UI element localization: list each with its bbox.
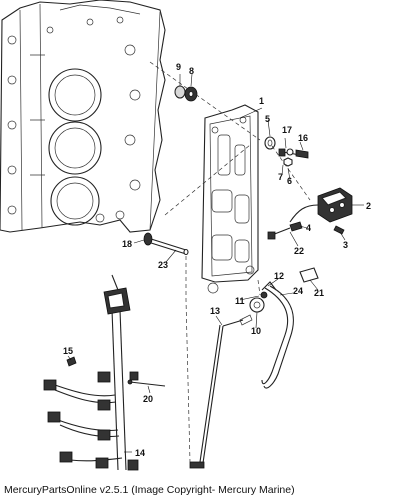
long-tube [189, 319, 244, 469]
callout-17: 17 [282, 125, 292, 135]
fitting-and-clamp [239, 267, 319, 326]
temperature-sensor [267, 221, 303, 240]
wiring-harness [43, 274, 139, 471]
callout-7: 7 [278, 172, 283, 182]
callout-20: 20 [143, 394, 153, 404]
callout-2: 2 [366, 201, 371, 211]
callout-18: 18 [122, 239, 132, 249]
callout-4: 4 [306, 223, 311, 233]
module-screw [333, 225, 345, 235]
spacer-and-nut [174, 85, 198, 102]
ignition-module [289, 187, 353, 223]
stud-bolt [143, 232, 189, 256]
plate-hardware [264, 136, 309, 167]
loose-bolt [127, 379, 166, 387]
callout-11: 11 [235, 296, 245, 306]
leader-lines [67, 73, 364, 453]
callout-1: 1 [259, 96, 264, 106]
engine-block [0, 0, 166, 233]
callout-13: 13 [210, 306, 220, 316]
wire-clip [66, 356, 77, 367]
callout-15: 15 [63, 346, 73, 356]
callout-8: 8 [189, 66, 194, 76]
callout-14: 14 [135, 448, 145, 458]
callout-3: 3 [343, 240, 348, 250]
callout-5: 5 [265, 114, 270, 124]
callout-24: 24 [293, 286, 303, 296]
assembly-lines [149, 61, 311, 463]
callout-23: 23 [158, 260, 168, 270]
callout-10: 10 [251, 326, 261, 336]
mounting-plate [201, 104, 259, 294]
callout-21: 21 [314, 288, 324, 298]
hose [261, 285, 294, 389]
callout-numbers: 1 5 17 16 7 6 9 8 2 3 4 22 18 23 12 11 1… [63, 62, 371, 458]
image-copyright-caption: MercuryPartsOnline v2.5.1 (Image Copyrig… [4, 484, 295, 496]
callout-9: 9 [176, 62, 181, 72]
callout-12: 12 [274, 271, 284, 281]
callout-22: 22 [294, 246, 304, 256]
callout-6: 6 [287, 176, 292, 186]
callout-16: 16 [298, 133, 308, 143]
